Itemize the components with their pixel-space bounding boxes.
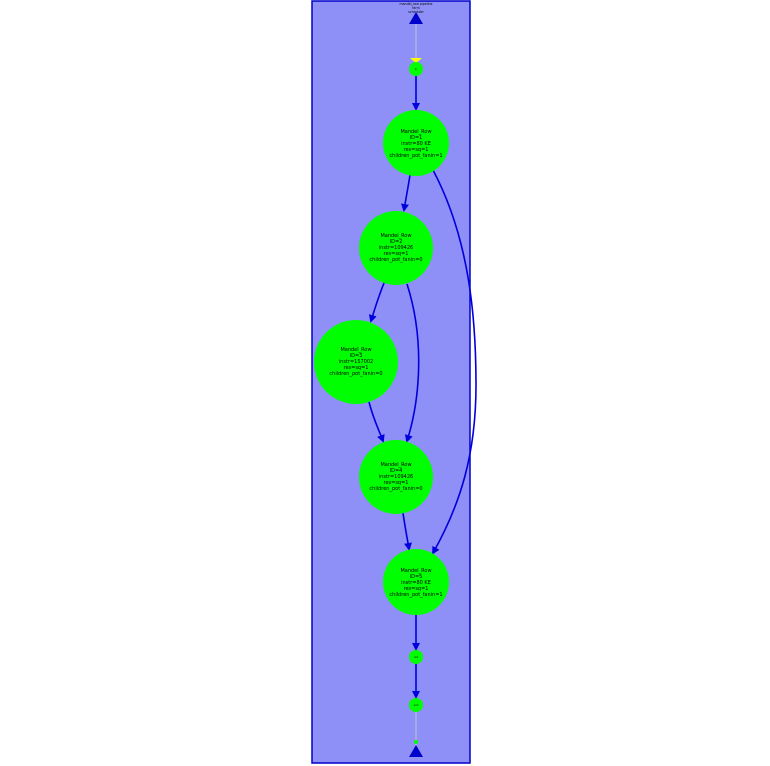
sink-dot	[414, 740, 418, 744]
node-3[interactable]: Mandel_Row ID=3 instr=157002 res=sq=1 ch…	[314, 320, 398, 404]
edge-node-3-to-node-4[interactable]	[368, 401, 385, 443]
node-1-label-line-5: children_pot_fanin=1	[389, 153, 442, 159]
node-4-label-line-3: instr=109426	[379, 474, 413, 480]
node-4[interactable]: Mandel_Row ID=4 instr=109426 res=sq=1 ch…	[359, 440, 433, 514]
edge-node-1-to-node-5[interactable]	[432, 169, 477, 555]
node-2-label-line-3: instr=109426	[379, 245, 413, 251]
node-1[interactable]: Mandel_Row ID=1 instr=80 KE res=sq=1 chi…	[383, 110, 449, 176]
cluster-label-line-1: mandel_row pipeline	[400, 2, 433, 6]
small-node-exit[interactable]: end	[409, 698, 423, 712]
yellow-arrow-icon	[410, 58, 422, 63]
node-3-label-line-2: ID=3	[350, 353, 363, 359]
source-triangle-icon[interactable]	[409, 12, 423, 24]
node-5-label-line-1: Mandel_Row	[400, 568, 431, 574]
node-4-label-line-5: children_pot_fanin=0	[369, 486, 422, 492]
node-2-label-line-1: Mandel_Row	[380, 233, 411, 239]
small-node-join[interactable]: out	[409, 650, 423, 664]
node-5-label-line-2: ID=5	[410, 574, 423, 580]
cluster-label-line-3: scheduler	[408, 10, 424, 14]
small-node-entry-label: in	[415, 67, 418, 71]
node-2[interactable]: Mandel_Row ID=2 instr=109426 res=sq=1 ch…	[359, 211, 433, 285]
sink-triangle-icon[interactable]	[409, 745, 423, 757]
small-node-entry[interactable]: in	[409, 62, 423, 76]
node-2-label-line-5: children_pot_fanin=0	[369, 257, 422, 263]
node-5[interactable]: Mandel_Row ID=5 instr=80 KE res=sq=1 chi…	[383, 549, 449, 615]
node-4-label-line-2: ID=4	[390, 468, 403, 474]
node-3-label-line-1: Mandel_Row	[340, 347, 371, 353]
edge-node-2-to-node-4[interactable]	[404, 283, 420, 443]
node-3-label-line-3: instr=157002	[339, 359, 373, 365]
small-node-join-label: out	[414, 655, 418, 659]
node-3-label-line-4: res=sq=1	[344, 365, 369, 371]
edge-node-1-to-node-2[interactable]	[401, 174, 411, 212]
node-1-label-line-3: instr=80 KE	[401, 141, 431, 147]
node-1-label-line-1: Mandel_Row	[400, 129, 431, 135]
node-4-label-line-4: res=sq=1	[384, 480, 409, 486]
node-3-label-line-5: children_pot_fanin=0	[329, 371, 382, 377]
node-4-label-line-1: Mandel_Row	[380, 462, 411, 468]
node-5-label-line-4: res=sq=1	[404, 586, 429, 592]
node-2-label-line-4: res=sq=1	[384, 251, 409, 257]
node-5-label-line-3: instr=80 KE	[401, 580, 431, 586]
edge-node-4-to-node-5[interactable]	[402, 512, 412, 551]
node-1-label-line-2: ID=1	[410, 135, 423, 141]
node-5-label-line-5: children_pot_fanin=1	[389, 592, 442, 598]
node-2-label-line-2: ID=2	[390, 239, 403, 245]
edge-node-2-to-node-3[interactable]	[368, 282, 385, 323]
edges	[368, 24, 477, 746]
node-1-label-line-4: res=sq=1	[404, 147, 429, 153]
cluster-label-line-2: farm	[412, 6, 419, 10]
small-node-exit-label: end	[414, 703, 419, 707]
